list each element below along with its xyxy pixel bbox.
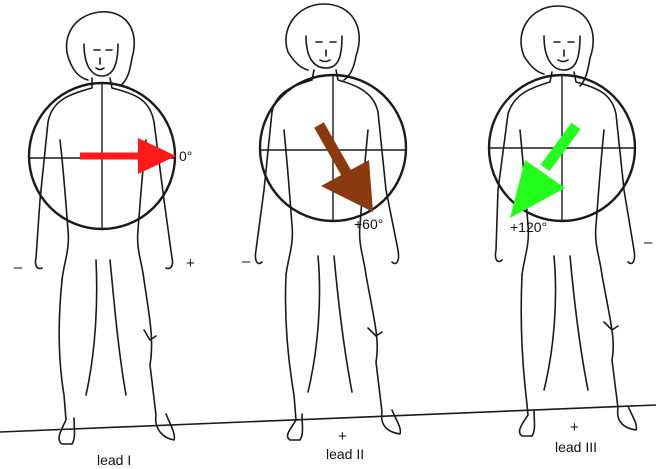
arrow-lead-ii xyxy=(319,125,373,212)
arrow-lead-i xyxy=(80,138,176,174)
angle-label-lead-i: 0° xyxy=(179,148,192,164)
lead-label-lead-i: lead I xyxy=(97,452,131,468)
ground-line xyxy=(0,405,656,432)
plus-sign-lead-ii: + xyxy=(338,428,347,445)
lead-label-lead-ii: lead II xyxy=(326,446,364,462)
angle-label-lead-ii: +60° xyxy=(354,216,383,232)
angle-label-lead-iii: +120° xyxy=(510,219,547,235)
panel-lead-i: 0° – + lead I xyxy=(14,12,195,468)
arrow-lead-iii xyxy=(510,126,576,218)
minus-sign-lead-ii: – xyxy=(242,253,251,270)
minus-sign-lead-iii: – xyxy=(644,234,653,251)
minus-sign-lead-i: – xyxy=(14,259,23,276)
lead-label-lead-iii: lead III xyxy=(555,439,597,455)
panel-lead-ii: +60° – + lead II xyxy=(242,4,406,462)
plus-sign-lead-i: + xyxy=(186,255,195,272)
plus-sign-lead-iii: + xyxy=(570,419,579,436)
panel-lead-iii: +120° – + lead III xyxy=(489,6,653,455)
